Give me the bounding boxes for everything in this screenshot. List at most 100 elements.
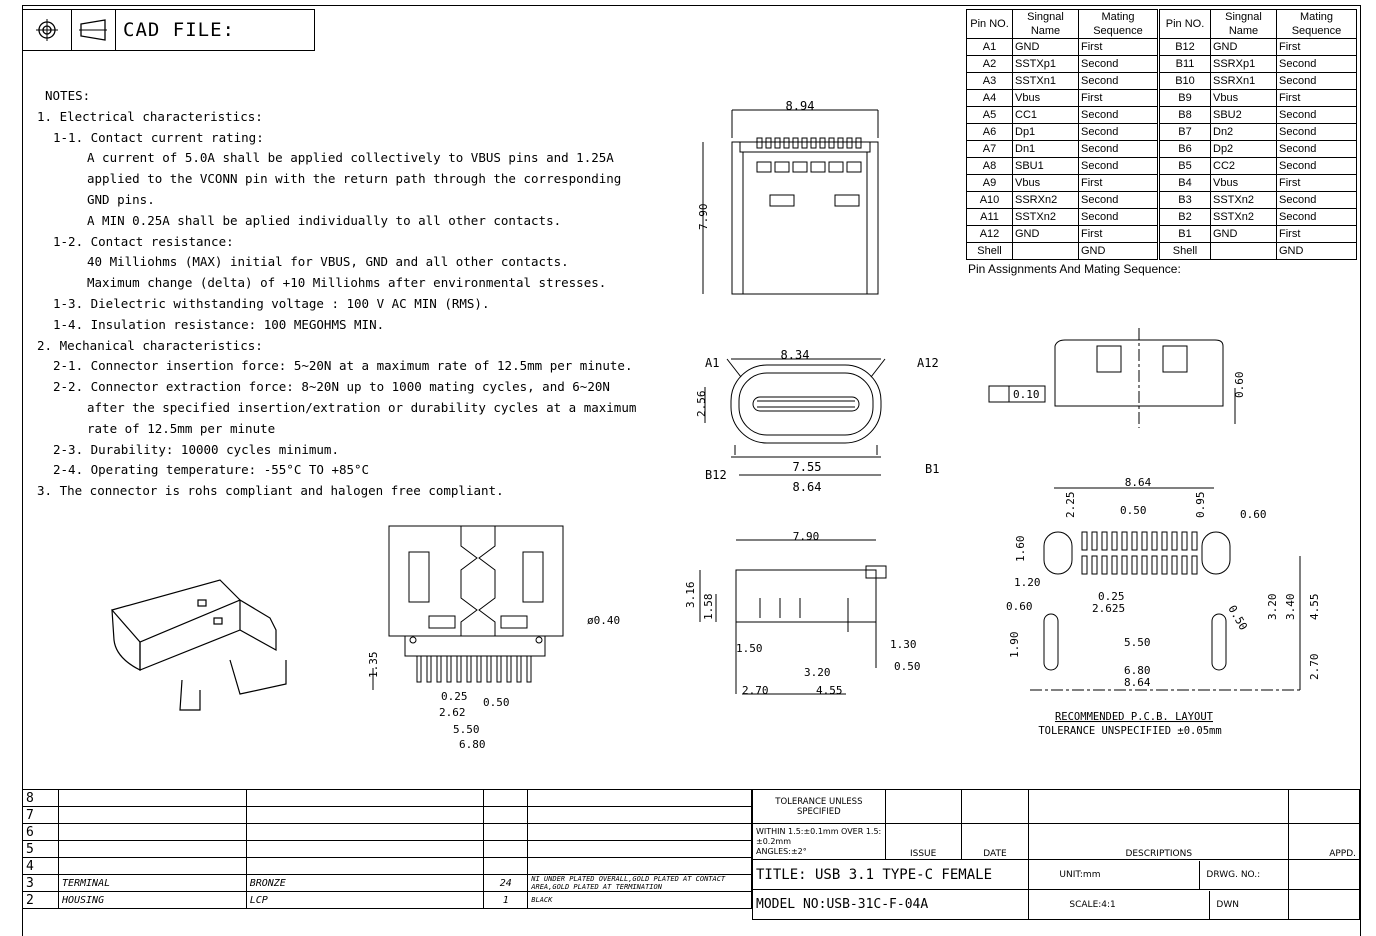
- pin-table-cell: B6: [1158, 140, 1211, 158]
- pin-table-header: Mating Sequence: [1276, 9, 1357, 39]
- pin-table-cell: GND: [1078, 242, 1160, 260]
- pin-table-cell: SBU1: [1012, 157, 1079, 175]
- bom-finish: BLACK: [527, 891, 752, 909]
- pin-table-cell: SSTXn1: [1012, 72, 1079, 90]
- bom-row-number: 7: [22, 806, 59, 824]
- bom-part-name: HOUSING: [57, 891, 247, 909]
- pin-table-cell: First: [1078, 225, 1160, 243]
- pin-table-cell: SSTXp1: [1012, 55, 1079, 73]
- top-dim-6-80: 6.80: [459, 738, 486, 751]
- pin-table-cell: B4: [1158, 174, 1211, 192]
- bom-row: 4: [22, 857, 752, 875]
- bom-empty: [527, 789, 752, 807]
- pin-table-cell: B3: [1158, 191, 1211, 209]
- pin-table-cell: A9: [966, 174, 1013, 192]
- note-line: A current of 5.0A shall be applied colle…: [87, 150, 614, 166]
- bom-row-number: 6: [22, 823, 59, 841]
- bom-empty: [57, 840, 247, 858]
- pcb-dim-2-25: 2.25: [1064, 492, 1077, 519]
- pin-table-cell: First: [1276, 225, 1357, 243]
- side-dim-7-90: 7.90: [793, 530, 820, 543]
- pin-table-cell: Second: [1078, 106, 1160, 124]
- dim-8-94: 8.94: [786, 99, 815, 113]
- note-line: 40 Milliohms (MAX) initial for VBUS, GND…: [87, 254, 569, 270]
- bom-finish: NI UNDER PLATED OVERALL,GOLD PLATED AT C…: [527, 874, 752, 892]
- side-dim-1-30: 1.30: [890, 638, 917, 651]
- top-dim-0-50: 0.50: [483, 696, 510, 709]
- pin-table-cell: First: [1276, 174, 1357, 192]
- bom-material: BRONZE: [245, 874, 485, 892]
- pin-table-cell: Second: [1078, 72, 1160, 90]
- pin-table-cell: GND: [1276, 242, 1357, 260]
- bom-empty: [527, 806, 752, 824]
- side-dim-0-50: 0.50: [894, 660, 921, 673]
- projection-cell-2: [71, 10, 116, 50]
- tb-tolerance: TOLERANCE UNLESS SPECIFIED: [752, 789, 886, 824]
- pcb-dim-0-60r: 0.60: [1240, 508, 1267, 521]
- pin-table-cell: Vbus: [1012, 89, 1079, 107]
- pin-table-cell: Vbus: [1210, 89, 1277, 107]
- cad-header-box: CAD FILE:: [22, 9, 315, 51]
- pin-table-cell: Second: [1276, 208, 1357, 226]
- pin-table-cell: SSRXn1: [1210, 72, 1277, 90]
- pin-table-header: Singnal Name: [1012, 9, 1079, 39]
- pin-table-cell: Second: [1276, 140, 1357, 158]
- label-a12: A12: [917, 356, 939, 370]
- note-line: 2-4. Operating temperature: -55°C TO +85…: [53, 462, 370, 478]
- tb-issue: ISSUE: [884, 823, 962, 860]
- pin-table-cell: Second: [1078, 208, 1160, 226]
- pin-table-cell: A12: [966, 225, 1013, 243]
- pin-table-header: Pin NO.: [966, 9, 1013, 39]
- side-dim-1-50: 1.50: [736, 642, 763, 655]
- dim-7-55: 7.55: [793, 460, 822, 474]
- pcb-dim-1-20: 1.20: [1014, 576, 1041, 589]
- side-dim-4-55: 4.55: [816, 684, 843, 697]
- side-dim-3-20: 3.20: [804, 666, 831, 679]
- side-dim-1-58: 1.58: [702, 594, 715, 621]
- pcb-layout: 8.64 0.50 0.60 2.25 0.95 1.60 1.20 0.60 …: [1006, 476, 1321, 737]
- bom-empty: [245, 806, 485, 824]
- notes-lines: 1. Electrical characteristics:1-1. Conta…: [37, 107, 637, 502]
- pin-table-cell: A5: [966, 106, 1013, 124]
- note-line: 3. The connector is rohs compliant and h…: [37, 483, 504, 499]
- bom-empty: [245, 840, 485, 858]
- dim-2-56: 2.56: [695, 391, 708, 418]
- pcb-dim-width: 8.64: [1125, 476, 1152, 489]
- pin-table-cell: SSTXn2: [1210, 208, 1277, 226]
- top-dim-1-35: 1.35: [367, 652, 380, 679]
- pin-table-cell: A6: [966, 123, 1013, 141]
- pin-table-cell: A10: [966, 191, 1013, 209]
- pin-table-cell: First: [1276, 89, 1357, 107]
- pin-table-cell: Second: [1078, 123, 1160, 141]
- bom-qty: 1: [483, 891, 529, 909]
- side-dim-2-70: 2.70: [742, 684, 769, 697]
- pin-table-cell: Dn1: [1012, 140, 1079, 158]
- bom-row: 6: [22, 823, 752, 841]
- pin-table-cell: Second: [1078, 191, 1160, 209]
- tb-date: DATE: [960, 823, 1030, 860]
- bom-row-number: 5: [22, 840, 59, 858]
- pcb-caption-title: RECOMMENDED P.C.B. LAYOUT: [1055, 711, 1214, 723]
- note-line: 2-3. Durability: 10000 cycles minimum.: [53, 441, 339, 457]
- pin-table-cell: First: [1078, 89, 1160, 107]
- note-line: 2-1. Connector insertion force: 5~20N at…: [53, 358, 633, 374]
- bom-part-name: TERMINAL: [57, 874, 247, 892]
- note-line: 2-2. Connector extraction force: 8~20N u…: [53, 379, 610, 395]
- pin-table-cell: Second: [1276, 106, 1357, 124]
- bom-empty: [483, 789, 529, 807]
- pin-table-cell: Second: [1078, 140, 1160, 158]
- bom-row-number: 2: [22, 891, 59, 909]
- bom-empty: [483, 857, 529, 875]
- pin-table-cell: Dp1: [1012, 123, 1079, 141]
- front-mating-view: 8.34 2.56 7.55 8.64 A1 A12 B12 B1: [695, 348, 939, 494]
- cad-file-label: CAD FILE:: [123, 19, 235, 41]
- note-line: after the specified insertion/extration …: [87, 399, 637, 415]
- front-top-view: 8.94 7.90: [697, 99, 879, 295]
- pcb-dim-3-40: 3.40: [1284, 594, 1297, 621]
